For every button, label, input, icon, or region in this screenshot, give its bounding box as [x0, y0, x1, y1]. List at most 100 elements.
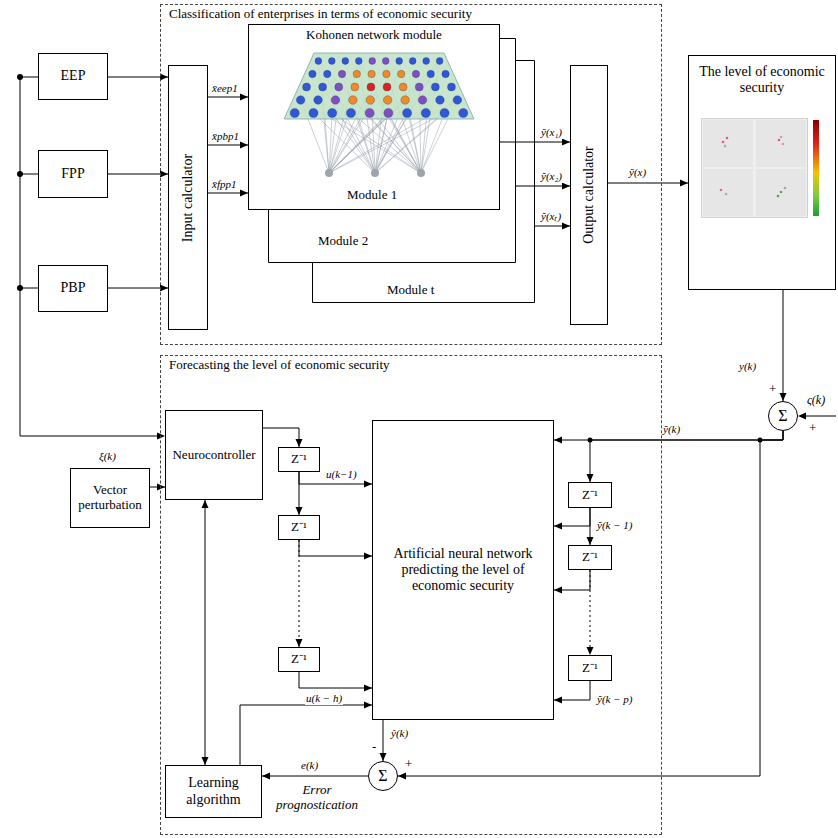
map-point — [784, 187, 787, 190]
neuron-sphere — [319, 83, 327, 91]
neuron-sphere — [369, 58, 376, 65]
junction-dot — [17, 285, 23, 291]
node-text: Z⁻¹ — [291, 652, 307, 667]
calculator-box: Output calculator — [570, 65, 608, 325]
arrowhead — [364, 685, 372, 692]
neuron-sphere — [397, 70, 404, 77]
input-neuron — [325, 169, 333, 177]
junction-dot — [17, 171, 23, 177]
connector-line — [108, 77, 168, 78]
delay-box: Z⁻¹ — [568, 482, 612, 508]
arrowhead — [587, 474, 594, 482]
network-link — [332, 113, 421, 173]
connector — [296, 540, 303, 647]
signal-label: ỹ(x₂) — [540, 170, 563, 183]
neuron-sphere — [355, 58, 362, 65]
signal-label: ỹ(k) — [662, 423, 681, 436]
input-block: FPP — [38, 150, 108, 198]
input-bus — [20, 77, 158, 436]
neuron-sphere — [309, 70, 316, 77]
arrowhead — [562, 139, 570, 146]
neuron-sphere — [418, 96, 427, 105]
module-title: Kohonen network module — [249, 28, 499, 43]
module-name: Module 2 — [318, 234, 368, 249]
input-block: EEP — [38, 53, 108, 100]
connector — [554, 508, 590, 530]
neuron-sphere — [383, 96, 392, 105]
node-text: Artificial neural network predicting the… — [377, 546, 549, 594]
neuron-sphere — [409, 58, 416, 65]
result-panel: The level of economic security — [688, 55, 836, 290]
connector — [240, 702, 372, 766]
neuron-sphere — [367, 83, 375, 91]
module-name: Module t — [387, 283, 434, 298]
calculator-box: Input calculator — [168, 65, 208, 330]
node-text: The level of economic security — [695, 64, 829, 96]
arrowhead — [562, 183, 570, 190]
sign-label: - — [371, 739, 377, 754]
neuron-sphere — [447, 83, 455, 91]
connector-line — [554, 508, 590, 526]
neuron-sphere — [436, 58, 443, 65]
neuron-sphere — [368, 70, 375, 77]
map-point — [778, 139, 781, 142]
signal-label: u(k − h) — [305, 692, 343, 705]
node-text: Learning algorithm — [170, 775, 257, 807]
network-link — [332, 113, 375, 173]
neuron-sphere — [440, 108, 449, 117]
node-text: FPP — [61, 166, 84, 182]
connector — [108, 74, 168, 81]
arrowhead — [554, 437, 562, 444]
connector — [608, 180, 688, 187]
neuron-sphere — [303, 83, 311, 91]
connector — [299, 540, 372, 560]
connector-line — [500, 142, 570, 143]
neuron-sphere — [382, 58, 389, 65]
neuron-sphere — [315, 58, 322, 65]
arrowhead — [160, 74, 168, 81]
sum-junction: Σ — [768, 401, 798, 431]
neuron-sphere — [324, 70, 331, 77]
connector-line — [590, 570, 591, 655]
map-quadrant — [756, 169, 806, 216]
connector-line — [299, 540, 372, 556]
node-text: Neurocontroller — [172, 448, 255, 463]
arrowhead — [262, 773, 270, 780]
arrowhead — [202, 500, 209, 508]
connector — [380, 720, 387, 761]
arrowhead — [240, 142, 248, 149]
delay-box: Z⁻¹ — [568, 545, 612, 570]
dashed-region: Classification of enterprises in terms o… — [160, 4, 662, 345]
neuron-sphere — [346, 108, 355, 117]
network-link — [375, 74, 431, 173]
arrowhead — [296, 507, 303, 515]
connector-line — [590, 431, 783, 482]
neurocontroller-box: Neurocontroller — [165, 410, 263, 500]
signal-label: y(k) — [738, 360, 757, 373]
map-plane — [284, 53, 474, 119]
signal-label: ỹ(xₜ) — [540, 210, 562, 223]
neuron-sphere — [396, 58, 403, 65]
node-text: Σ — [378, 768, 387, 784]
signal-label: ς(k) — [806, 393, 826, 407]
connector — [262, 773, 368, 780]
connector — [202, 500, 209, 765]
delay-box: Z⁻¹ — [568, 655, 612, 681]
signal-label: ξ(k) — [98, 450, 117, 463]
delay-box: Z⁻¹ — [278, 447, 320, 472]
neural-network-box: Artificial neural network predicting the… — [372, 420, 554, 720]
region-title: Classification of enterprises in terms o… — [169, 7, 472, 22]
network-link — [375, 113, 445, 173]
arrowhead — [202, 757, 209, 765]
map-point — [726, 137, 729, 140]
neuron-sphere — [290, 108, 299, 117]
connector — [780, 290, 787, 401]
signal-label: x̄pbp1 — [211, 130, 240, 143]
neuron-sphere — [384, 108, 393, 117]
connector-line — [299, 672, 372, 688]
neuron-sphere — [338, 70, 345, 77]
neuron-sphere — [342, 58, 349, 65]
neuron-sphere — [399, 83, 407, 91]
arrowhead — [364, 481, 372, 488]
connector-line — [108, 288, 168, 289]
